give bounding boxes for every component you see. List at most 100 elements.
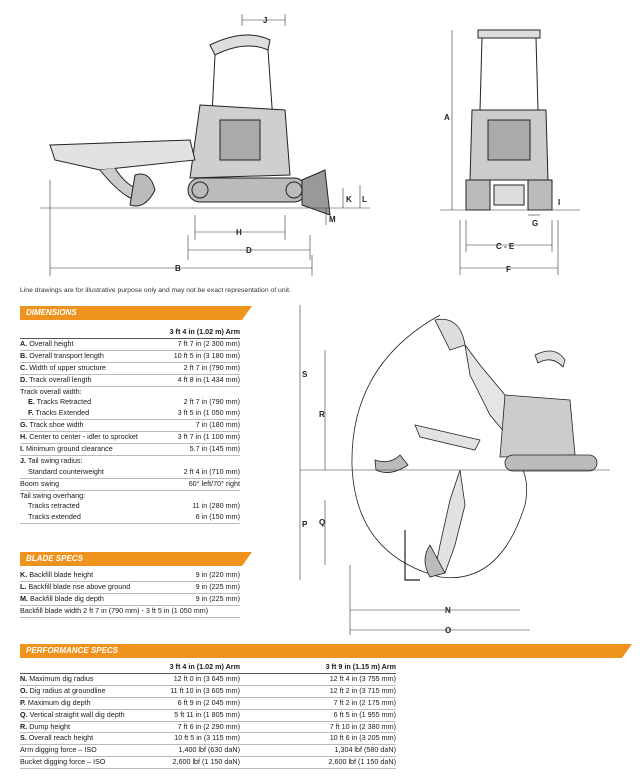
label-Q: Q <box>319 518 325 527</box>
performance-row-value-1: 1,400 lbf (630 daN) <box>178 745 240 755</box>
dimension-row-text: Center to center - idler to sprocket <box>29 432 138 442</box>
blade-row-key: K. <box>20 570 28 579</box>
dimension-row-value: 3 ft 5 in (1 050 mm) <box>177 408 240 418</box>
dimension-row-value: 2 ft 4 in (710 mm) <box>183 466 240 476</box>
dimension-row-text: Tracks Retracted <box>36 397 92 407</box>
dimension-row-label: G. Track shoe width <box>20 420 84 431</box>
performance-row-key: O. <box>20 685 28 695</box>
dimension-row-value: 6 in (150 mm) <box>195 512 240 522</box>
performance-row-value-2: 7 ft 2 in (2 175 mm) <box>333 697 396 707</box>
dimensions-header: DIMENSIONS <box>20 306 252 320</box>
blade-row-key: L. <box>20 581 27 591</box>
dimension-row-label: H. Center to center - idler to sprocket <box>20 432 138 443</box>
performance-row-label: Arm digging force – ISO <box>20 745 97 756</box>
dimension-row-text: Overall transport length <box>29 350 104 360</box>
performance-row-label: N. Maximum dig radius <box>20 674 94 685</box>
dimension-row-label: F. Tracks Extended <box>28 408 89 419</box>
performance-row-label: S. Overall reach height <box>20 733 93 744</box>
performance-row-label: P. Maximum dig depth <box>20 698 91 709</box>
dimension-row-label: E. Tracks Retracted <box>28 397 91 408</box>
dimension-row-label: I. Minimum ground clearance <box>20 444 113 455</box>
label-F: F <box>506 265 511 274</box>
dimension-row-label: Tracks extended <box>28 512 81 523</box>
dimension-row-key: D. <box>20 374 28 384</box>
dimension-row-label: Tail swing overhang: <box>20 491 85 502</box>
performance-row: O. Dig radius at groundline 11 ft 10 in (… <box>20 686 396 698</box>
dimension-row-value: 3 ft 7 in (1 100 mm) <box>177 432 240 442</box>
performance-row-label: O. Dig radius at groundline <box>20 686 106 697</box>
dimension-row: E. Tracks Retracted 2 ft 7 in (790 mm) <box>20 397 240 408</box>
label-H: H <box>236 228 242 237</box>
blade-row-text: Backfill blade rise above ground <box>28 581 131 591</box>
dimension-row-key: C. <box>20 362 28 372</box>
dimension-row-key: A. <box>20 339 28 348</box>
dimension-row-key: G. <box>20 420 28 430</box>
dimension-row-key: B. <box>20 350 28 360</box>
performance-row-value-1: 2,600 lbf (1 150 daN) <box>172 757 240 767</box>
performance-row-label: Bucket digging force – ISO <box>20 757 106 768</box>
performance-table: 3 ft 4 in (1.02 m) Arm 3 ft 9 in (1.15 m… <box>20 661 396 770</box>
dimension-row-value: 10 ft 5 in (3 180 mm) <box>173 350 240 360</box>
dimension-row-text: Tracks retracted <box>28 501 80 511</box>
dimension-row-text: Boom swing <box>20 478 60 488</box>
dimension-row-label: C. Width of upper structure <box>20 363 106 374</box>
performance-row-text: Dump height <box>29 721 70 731</box>
performance-row-key: N. <box>20 674 28 683</box>
label-B: B <box>175 264 181 273</box>
dimension-row-value: 7 in (180 mm) <box>195 420 240 430</box>
performance-row-value-2: 1,304 lbf (580 daN) <box>334 745 396 755</box>
dimension-row-label: D. Track overall length <box>20 375 92 386</box>
dimension-row-value: 4 ft 8 in (1 434 mm) <box>177 374 240 384</box>
dimension-row: I. Minimum ground clearance 5.7 in (145 m… <box>20 444 240 456</box>
dimension-row-text: Overall height <box>29 339 74 348</box>
performance-row-text: Arm digging force – ISO <box>20 745 97 755</box>
dimension-row-label: Boom swing <box>20 479 59 490</box>
dimension-row-text: Track overall width: <box>20 386 82 396</box>
dimension-row: Standard counterweight 2 ft 4 in (710 mm) <box>20 467 240 479</box>
performance-column-header: 3 ft 4 in (1.02 m) Arm 3 ft 9 in (1.15 m… <box>20 661 396 674</box>
side-view-diagram: J K L M H D B <box>40 14 370 276</box>
illustration-caption: Line drawings are for illustrative purpo… <box>20 287 291 294</box>
blade-row-label: Backfill blade width 2 ft 7 in (790 mm) … <box>20 606 208 617</box>
label-O: O <box>445 626 451 635</box>
reach-diagram: S R P Q N O <box>299 305 610 635</box>
performance-row-value-2: 7 ft 10 in (2 380 mm) <box>329 721 396 731</box>
performance-row-value-2: 10 ft 6 in (3 205 mm) <box>329 733 396 743</box>
label-S: S <box>302 370 308 379</box>
label-A: A <box>444 113 450 122</box>
dimension-row-label: Tracks retracted <box>28 501 80 512</box>
dimension-row-value: 5.7 in (145 mm) <box>189 444 240 454</box>
dimension-row-value: 2 ft 7 in (790 mm) <box>183 397 240 407</box>
dimension-row-text: Standard counterweight <box>28 466 104 476</box>
dimension-row-key: H. <box>20 432 28 442</box>
dimension-row: F. Tracks Extended 3 ft 5 in (1 050 mm) <box>20 408 240 421</box>
dimension-row: Tracks extended 6 in (150 mm) <box>20 512 240 525</box>
label-P: P <box>302 520 308 529</box>
performance-row-key: P. <box>20 697 26 707</box>
performance-row: Bucket digging force – ISO 2,600 lbf (1 1… <box>20 757 396 770</box>
performance-row-value-1: 11 ft 10 in (3 605 mm) <box>170 685 240 695</box>
label-G: G <box>532 219 538 228</box>
performance-row-label: R. Dump height <box>20 722 70 733</box>
dimension-row-key: F. <box>28 408 34 418</box>
dimension-row: J. Tail swing radius: <box>20 456 240 467</box>
dimension-row: D. Track overall length 4 ft 8 in (1 434 … <box>20 375 240 387</box>
blade-row-value: 9 in (225 mm) <box>195 593 240 603</box>
dimension-row-value: 11 in (280 mm) <box>192 501 240 511</box>
performance-row-value-2: 12 ft 2 in (3 715 mm) <box>329 685 396 695</box>
blade-row-key: M. <box>20 593 28 603</box>
dimension-row-text: Tracks extended <box>28 512 81 522</box>
label-C-E: C - E <box>496 242 515 251</box>
performance-row-key: R. <box>20 721 28 731</box>
dimension-row: Tracks retracted 11 in (280 mm) <box>20 501 240 512</box>
label-D: D <box>246 246 252 255</box>
dimension-row-text: Tracks Extended <box>35 408 90 418</box>
dimension-row: Tail swing overhang: <box>20 491 240 502</box>
performance-row-value-1: 12 ft 0 in (3 645 mm) <box>173 674 240 683</box>
